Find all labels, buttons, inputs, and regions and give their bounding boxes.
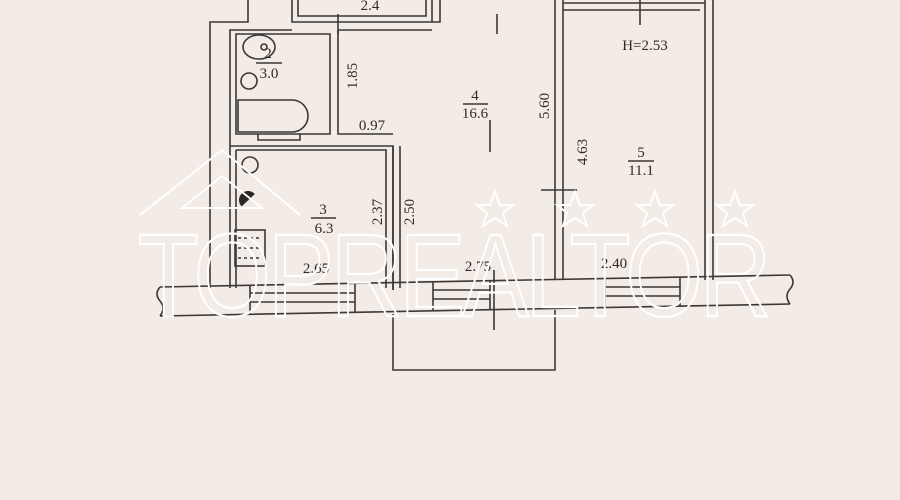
watermark-text: TOPREALTOR bbox=[138, 210, 768, 342]
room-4-area: 16.6 bbox=[462, 106, 489, 122]
window bbox=[604, 277, 681, 308]
room-3-area: 6.3 bbox=[315, 221, 334, 237]
dim-room5-width: 2.40 bbox=[601, 256, 627, 272]
toilet-icon bbox=[242, 34, 276, 60]
dim-room4-length: 5.60 bbox=[537, 93, 553, 119]
room-5-area: 11.1 bbox=[628, 163, 654, 179]
stove-icon bbox=[234, 229, 266, 267]
bathroom bbox=[235, 29, 432, 141]
watermark-logo: TOPREALTOR bbox=[137, 148, 773, 343]
house-roof-icon bbox=[139, 148, 301, 216]
star-icons bbox=[474, 189, 756, 229]
room-walls bbox=[392, 0, 714, 290]
top-room-area: 2.4 bbox=[361, 0, 380, 14]
room-3-number: 3 bbox=[319, 202, 327, 218]
bathtub-icon bbox=[237, 99, 309, 133]
dim-corridor-width: 0.97 bbox=[359, 118, 386, 134]
left-walls bbox=[209, 0, 441, 288]
dim-kitchen-length: 2.37 bbox=[370, 198, 386, 225]
dim-room4-partial: 2.50 bbox=[402, 199, 418, 225]
sink-icon bbox=[240, 72, 258, 90]
dim-bath-height: 1.85 bbox=[345, 63, 361, 89]
room-4-number: 4 bbox=[471, 88, 479, 104]
window bbox=[432, 281, 491, 311]
dim-room5-length: 4.63 bbox=[575, 139, 591, 165]
room-2-area: 3.0 bbox=[260, 66, 279, 82]
ceiling-height: H=2.53 bbox=[622, 38, 668, 54]
top-room bbox=[291, 0, 498, 34]
sink-icon bbox=[241, 156, 259, 174]
balcony bbox=[392, 310, 556, 371]
outer-wall bbox=[156, 270, 794, 330]
dim-kitchen-width: 2.65 bbox=[303, 261, 329, 277]
dim-room4-width: 2.75 bbox=[465, 259, 491, 275]
window bbox=[249, 283, 356, 314]
room-2-number: 2 bbox=[264, 46, 272, 62]
room-5-number: 5 bbox=[637, 145, 645, 161]
